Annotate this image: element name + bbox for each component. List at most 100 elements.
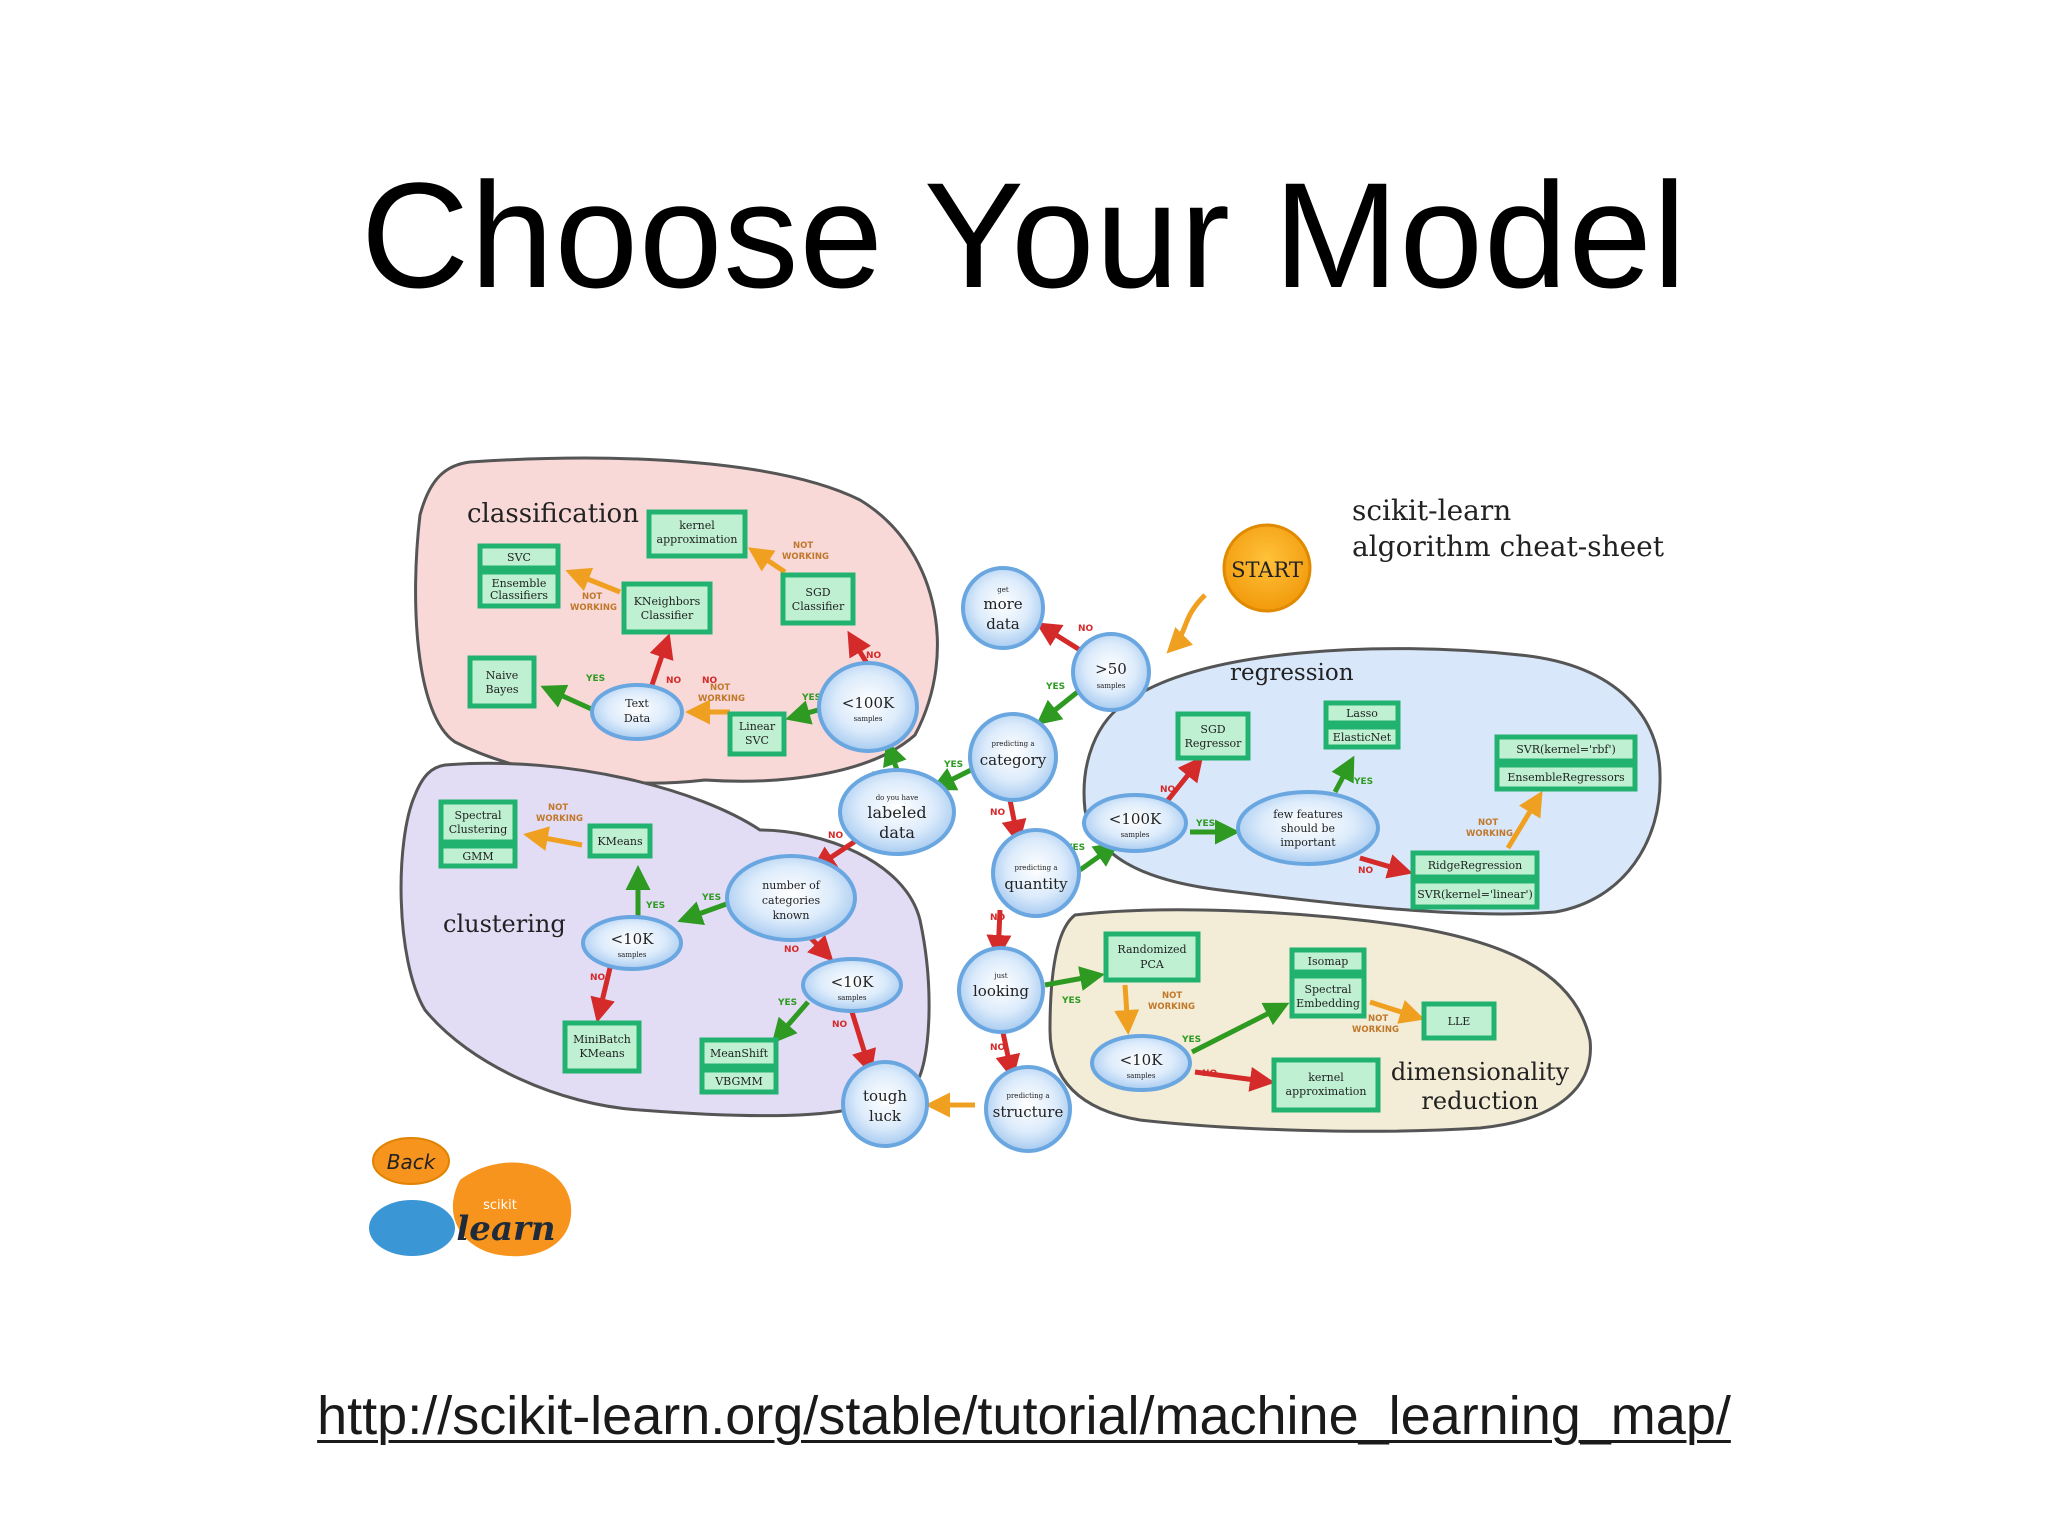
meanshift-box <box>699 1037 779 1069</box>
lle-label: LLE <box>1448 1015 1471 1028</box>
logo-scikit-text: scikit <box>483 1198 517 1213</box>
label-working: WORKING <box>570 603 617 613</box>
back-button[interactable]: Back <box>372 1137 450 1185</box>
logo-orange-blob <box>452 1162 572 1257</box>
spectral-clu-1: Spectral <box>454 809 501 822</box>
lt10k-clu-label: <10K <box>611 930 655 948</box>
lt100k-reg-samples: samples <box>1121 831 1150 839</box>
sgd-reg-1: SGD <box>1200 723 1225 736</box>
edge-rpca-lt10k <box>1114 984 1140 1035</box>
label-no: NO <box>832 1020 848 1030</box>
looking-node <box>957 946 1045 1034</box>
few-features-2: should be <box>1281 822 1335 835</box>
label-not: NOT <box>793 541 813 551</box>
edge-text-knn <box>649 633 674 686</box>
few-features-1: few features <box>1273 808 1343 821</box>
decision-nodes <box>581 566 1380 1153</box>
label-no: NO <box>1202 1069 1218 1079</box>
back-button-bg[interactable] <box>372 1137 450 1185</box>
label-no: NO <box>828 831 844 841</box>
lasso-box <box>1323 700 1401 726</box>
svr-linear-label: SVR(kernel='linear') <box>1417 888 1533 901</box>
edge-few-ridge <box>1359 854 1413 879</box>
spectral-clustering-box <box>438 799 518 845</box>
edge-ridge-svrrbf <box>1505 790 1543 850</box>
randomized-pca-box <box>1103 931 1201 983</box>
label-yes: YES <box>1195 819 1215 829</box>
label-no: NO <box>784 945 800 955</box>
lt100k-reg-label: <100K <box>1109 810 1162 828</box>
lt100k-clf-node <box>817 661 919 753</box>
label-yes: YES <box>1181 1035 1201 1045</box>
labeled-data-node <box>838 768 956 856</box>
more-data-1: more <box>983 595 1022 613</box>
edge-lt10k-isomap <box>1190 1002 1290 1055</box>
edge-knn-svc <box>565 567 621 595</box>
label-working: WORKING <box>782 552 829 562</box>
text-data-2: Data <box>624 712 651 725</box>
edge-looking-structure <box>995 1027 1021 1080</box>
lt10k-dim-label: <10K <box>1120 1051 1164 1069</box>
sgd-clf-box <box>780 572 856 626</box>
dimensionality-title-2: reduction <box>1421 1087 1538 1115</box>
label-not: NOT <box>710 683 730 693</box>
start-node: START <box>1222 523 1312 613</box>
label-not: NOT <box>582 592 602 602</box>
lt10k-clu2-samples: samples <box>838 994 867 1002</box>
edge-isomap-lle <box>1369 999 1425 1024</box>
edge-labels: NO YES YES YES NO NO NO YES NOT WORKING … <box>536 541 1513 1079</box>
gt50-node <box>1071 632 1151 712</box>
label-working: WORKING <box>1352 1025 1399 1035</box>
labeled-1: labeled <box>867 803 926 822</box>
isomap-box <box>1289 947 1367 975</box>
edge-lt10k2-tough <box>849 1011 877 1075</box>
sgd-clf-1: SGD <box>805 586 830 599</box>
label-no: NO <box>702 676 718 686</box>
edge-lt10k-kernel <box>1194 1066 1275 1092</box>
classification-title: classification <box>467 499 639 529</box>
num-categories-2: categories <box>762 894 821 907</box>
edge-few-lasso <box>1331 755 1355 794</box>
category-label: category <box>980 751 1047 769</box>
lt10k-clu-node <box>581 915 683 971</box>
more-data-2: data <box>986 615 1020 633</box>
regression-title: regression <box>1230 660 1354 686</box>
linear-svc-2: SVC <box>745 734 769 747</box>
svr-linear-box <box>1410 878 1540 910</box>
label-no: NO <box>666 676 682 686</box>
label-no: NO <box>990 913 1006 923</box>
label-no: NO <box>590 973 606 983</box>
lt10k-dim-node <box>1090 1034 1192 1092</box>
source-link[interactable]: http://scikit-learn.org/stable/tutorial/… <box>317 1386 1731 1446</box>
back-button-label[interactable]: Back <box>387 1150 437 1174</box>
scikit-learn-logo[interactable]: scikit learn Back <box>369 1137 572 1257</box>
naive-bayes-2: Bayes <box>485 683 518 696</box>
clustering-title: clustering <box>443 910 566 938</box>
gmm-box <box>438 843 518 869</box>
few-features-3: important <box>1280 836 1336 849</box>
text-data-node <box>590 683 684 741</box>
spectral-emb-2: Embedding <box>1296 997 1360 1010</box>
label-yes: YES <box>585 674 605 684</box>
label-no: NO <box>1160 785 1176 795</box>
meanshift-label: MeanShift <box>710 1047 769 1060</box>
lt10k-dim-samples: samples <box>1127 1072 1156 1080</box>
label-not: NOT <box>1478 818 1498 828</box>
rpca-1: Randomized <box>1117 943 1186 956</box>
kernel-approx-clf-box <box>646 509 748 559</box>
rpca-2: PCA <box>1140 958 1165 971</box>
edge-kmeans-spectral <box>523 826 583 851</box>
minibatch-2: KMeans <box>579 1047 625 1060</box>
label-no: NO <box>1078 624 1094 634</box>
structure-small: predicting a <box>1006 1092 1049 1100</box>
vbgmm-box <box>699 1067 779 1095</box>
edge-gt50-category <box>1036 688 1082 726</box>
spectral-emb-1: Spectral <box>1304 983 1351 996</box>
edge-lt10k-minibatch <box>590 967 615 1023</box>
quantity-label: quantity <box>1004 875 1068 893</box>
looking-small: just <box>993 972 1007 980</box>
edge-lt100kreg-sgdreg <box>1166 756 1204 802</box>
svr-rbf-box <box>1494 734 1638 764</box>
text-data-1: Text <box>625 697 649 710</box>
cheat-sheet-title-1: scikit-learn <box>1352 494 1511 527</box>
